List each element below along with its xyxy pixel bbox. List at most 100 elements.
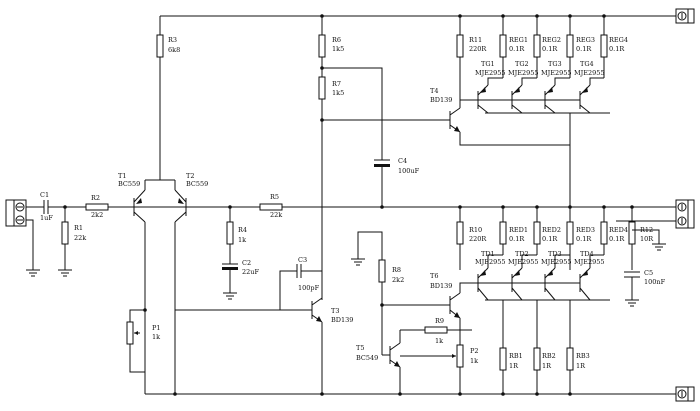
label-rb2-value: 1R — [542, 362, 552, 370]
label-r5-name: R5 — [270, 193, 279, 201]
label-r7-name: R7 — [332, 80, 341, 88]
transistor-tg1: TG1 MJE2955 — [475, 60, 506, 114]
transistor-t2: T2 BC559 — [174, 172, 208, 394]
label-rb2-name: RB2 — [542, 352, 556, 360]
label-td1-name: TD1 — [481, 250, 495, 258]
label-tg2-name: TG2 — [515, 60, 529, 68]
label-c5-name: C5 — [644, 269, 653, 277]
negative-supply-connector — [675, 386, 695, 402]
ground-symbol — [223, 292, 237, 300]
label-t5-value: BC549 — [356, 354, 378, 362]
label-tg2-value: MJE2955 — [508, 69, 539, 77]
resistor-red4: RED4 0.1R — [600, 207, 628, 255]
resistor-r7: R7 1k5 — [318, 76, 344, 100]
label-r10-value: 220R — [469, 235, 487, 243]
label-rb1-value: 1R — [509, 362, 519, 370]
positive-supply-connector — [675, 8, 695, 24]
resistor-reg4: REG4 0.1R — [600, 16, 628, 78]
label-red4-name: RED4 — [609, 226, 628, 234]
label-c4-name: C4 — [398, 157, 407, 165]
label-r7-value: 1k5 — [332, 89, 344, 97]
label-r8-name: R8 — [392, 266, 401, 274]
transistor-tg3: TG3 MJE2955 — [541, 60, 572, 114]
resistor-reg1: REG1 0.1R — [499, 16, 528, 78]
label-c3-name: C3 — [298, 256, 307, 264]
label-p1-value: 1k — [152, 333, 160, 341]
label-t5-name: T5 — [356, 344, 364, 352]
label-reg2-name: REG2 — [542, 36, 561, 44]
capacitor-c1: C1 1uF — [40, 191, 53, 222]
label-r9-value: 1k — [435, 337, 443, 345]
label-r12-value: 10R — [640, 235, 654, 243]
potentiometer-p2: P2 1k — [400, 330, 479, 394]
label-reg4-name: REG4 — [609, 36, 628, 44]
label-r3-name: R3 — [168, 36, 177, 44]
junction-dots — [63, 14, 634, 396]
label-c2-value: 22uF — [242, 268, 259, 276]
transistor-t3: T3 BD139 — [175, 297, 353, 394]
r8-feed-wire — [357, 231, 383, 260]
label-r2-name: R2 — [91, 194, 100, 202]
resistor-r2: R2 2k2 — [85, 194, 109, 219]
ground-symbol — [351, 258, 365, 266]
transistor-tg2: TG2 MJE2955 — [508, 60, 539, 114]
resistor-red3: RED3 0.1R — [566, 207, 595, 255]
label-reg4-value: 0.1R — [609, 45, 625, 53]
resistor-reg2: REG2 0.1R — [533, 16, 561, 78]
label-t6-name: T6 — [430, 272, 438, 280]
resistor-rb2: RB2 1R — [533, 300, 556, 394]
label-td3-value: MJE2955 — [541, 258, 572, 266]
label-tg4-value: MJE2955 — [574, 69, 605, 77]
resistor-r6: R6 1k5 — [318, 16, 344, 298]
label-red3-value: 0.1R — [576, 235, 592, 243]
capacitor-c2: C2 22uF — [222, 259, 259, 293]
resistor-r9: R9 1k — [400, 317, 472, 345]
label-r8-value: 2k2 — [392, 276, 404, 284]
label-tg4-name: TG4 — [580, 60, 594, 68]
label-r5-value: 22k — [270, 211, 282, 219]
input-connector — [5, 199, 40, 270]
resistor-rb3: RB3 1R — [566, 300, 590, 394]
label-c2-name: C2 — [242, 259, 251, 267]
resistor-red2: RED2 0.1R — [533, 207, 561, 255]
label-r6-value: 1k5 — [332, 45, 344, 53]
label-red1-name: RED1 — [509, 226, 528, 234]
label-red4-value: 0.1R — [609, 235, 625, 243]
label-t1-value: BC559 — [118, 180, 140, 188]
resistor-r10: R10 220R — [456, 207, 487, 270]
transistor-t5: T5 BC549 — [356, 330, 401, 394]
transistor-td2: TD2 MJE2955 — [508, 250, 539, 301]
label-tg1-value: MJE2955 — [475, 69, 506, 77]
label-r1-value: 22k — [74, 234, 86, 242]
resistor-r3: R3 6k8 — [156, 34, 180, 58]
transistor-td4: TD4 MJE2955 — [574, 250, 605, 301]
transistor-tg4: TG4 MJE2955 — [574, 60, 605, 114]
label-td4-name: TD4 — [580, 250, 594, 258]
label-reg3-value: 0.1R — [576, 45, 592, 53]
label-r4-name: R4 — [238, 226, 247, 234]
label-t4-name: T4 — [430, 87, 438, 95]
label-td4-value: MJE2955 — [574, 258, 605, 266]
label-red1-value: 0.1R — [509, 235, 525, 243]
label-red3-name: RED3 — [576, 226, 595, 234]
label-r4-value: 1k — [238, 236, 246, 244]
label-reg2-value: 0.1R — [542, 45, 558, 53]
label-r9-name: R9 — [435, 317, 444, 325]
label-c1-value: 1uF — [40, 214, 53, 222]
label-reg1-name: REG1 — [509, 36, 528, 44]
label-t6-value: BD139 — [430, 282, 452, 290]
resistor-r4: R4 1k — [226, 207, 247, 264]
resistor-r1: R1 22k — [61, 207, 86, 270]
label-td3-name: TD3 — [548, 250, 562, 258]
label-p1-name: P1 — [152, 324, 161, 332]
resistor-r11: R11 220R — [456, 16, 487, 100]
output-connector — [675, 199, 695, 229]
label-rb3-value: 1R — [576, 362, 586, 370]
capacitor-c5: C5 100nF — [624, 269, 666, 300]
label-red2-name: RED2 — [542, 226, 561, 234]
label-c4-value: 100uF — [398, 167, 420, 175]
resistor-r5: R5 22k — [259, 193, 283, 219]
label-c1-name: C1 — [40, 191, 49, 199]
label-tg1-name: TG1 — [481, 60, 495, 68]
